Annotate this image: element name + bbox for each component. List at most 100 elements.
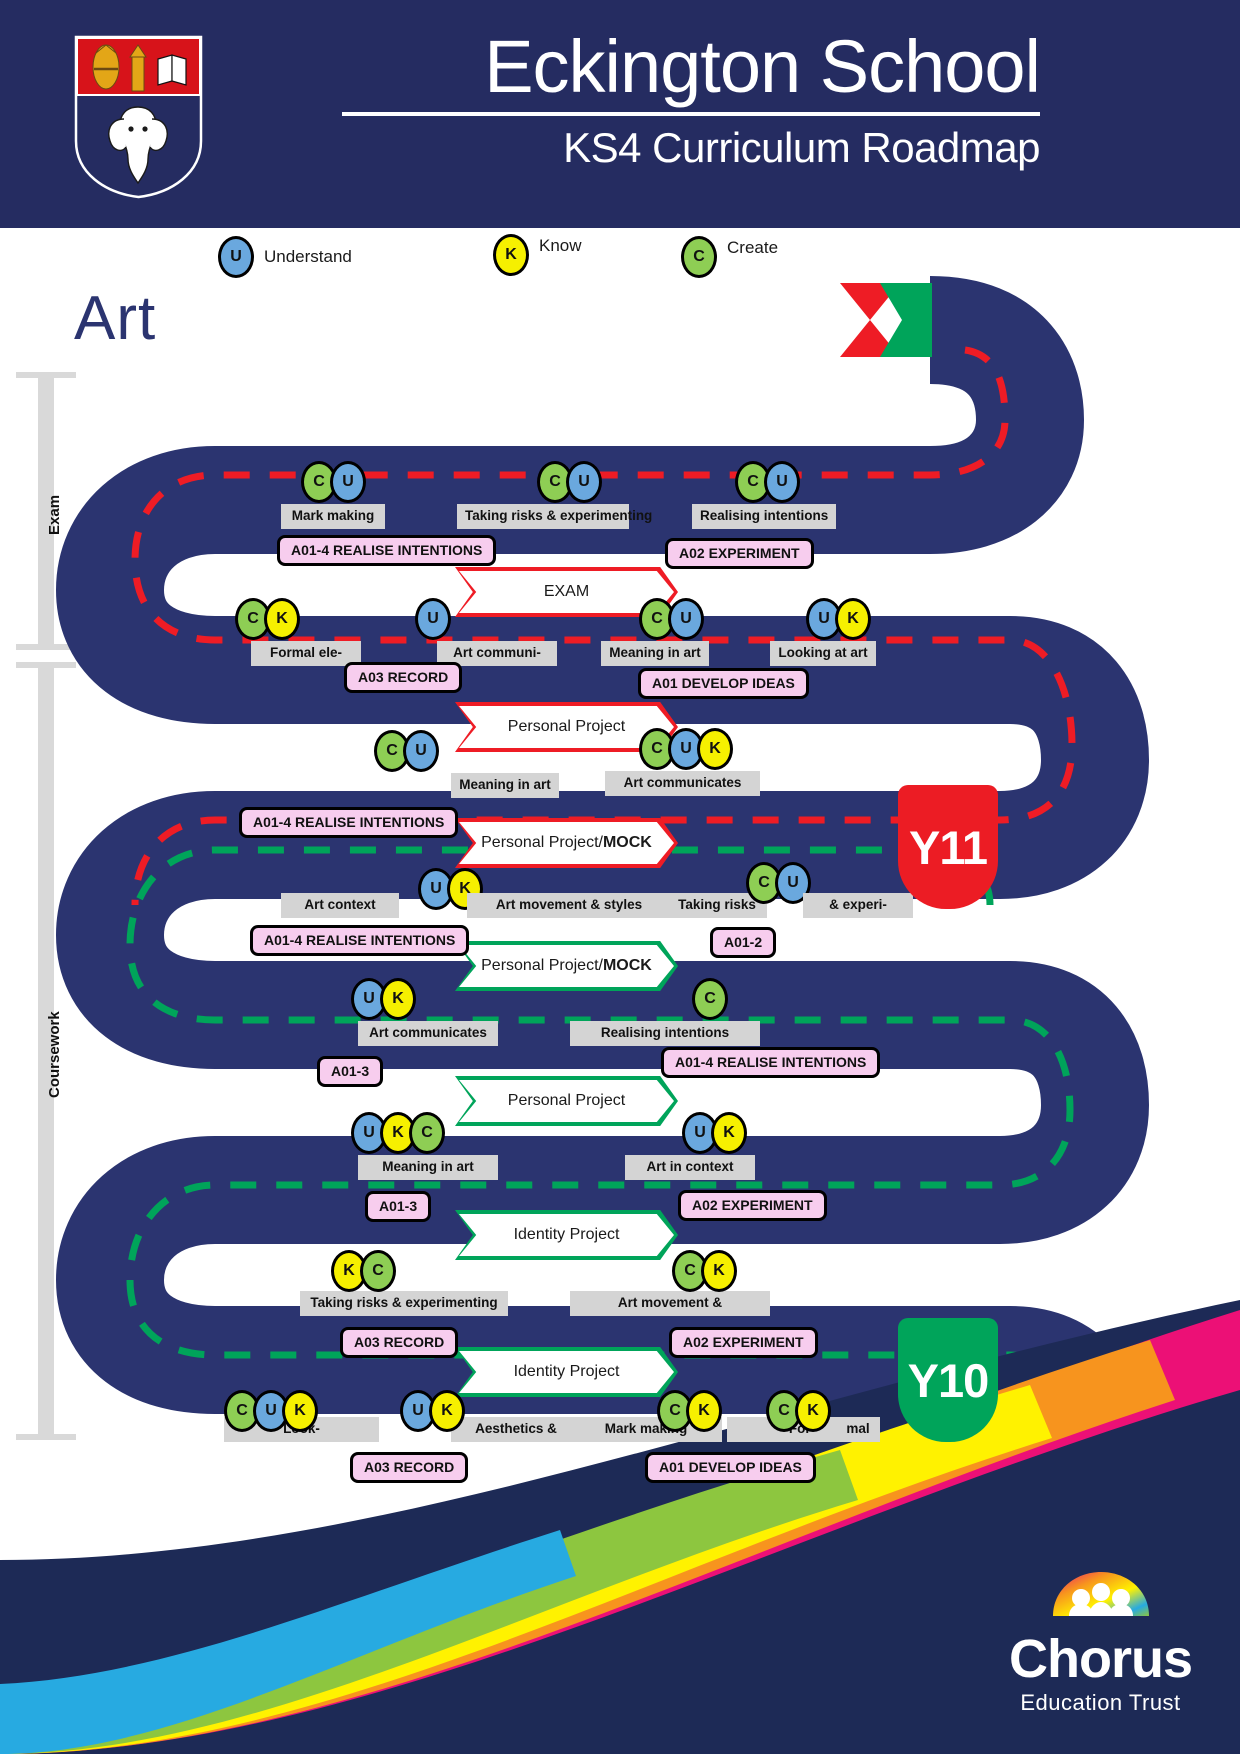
topic-label: Realising intentions xyxy=(570,1021,760,1046)
assessment-objective-tag: A02 EXPERIMENT xyxy=(665,538,814,570)
topic-label: Art in context xyxy=(625,1155,755,1180)
know-puck-icon: K xyxy=(701,1250,737,1292)
understand-puck-icon: U xyxy=(415,598,451,640)
legend-item-know: K Know xyxy=(493,234,582,276)
start-flag-green xyxy=(880,283,932,357)
legend-label-create: Create xyxy=(727,238,779,257)
exam-bracket-cap-bottom xyxy=(16,644,76,650)
assessment-objective-tag: A01-4 REALISE INTENTIONS xyxy=(277,535,497,567)
assessment-objective-tag: A01-4 REALISE INTENTIONS xyxy=(239,807,459,839)
milestone-personal-project-1-label: Personal Project xyxy=(459,706,674,748)
coursework-bracket-cap-top xyxy=(16,662,76,668)
exam-bracket-cap-top xyxy=(16,372,76,378)
school-name: Eckington School xyxy=(484,25,1041,108)
topic-label: Meaning in art xyxy=(358,1155,498,1180)
topic-label: Art communicates xyxy=(358,1021,498,1046)
legend-item-understand: U Understand xyxy=(218,236,352,278)
topic-puck-group: C xyxy=(692,978,728,1020)
year-badge-y11: Y11 xyxy=(898,785,998,909)
know-puck-icon: K xyxy=(795,1390,831,1432)
create-puck-icon: C xyxy=(692,978,728,1020)
know-puck-icon: K xyxy=(493,234,529,276)
legend: U Understand K Know C Create xyxy=(0,232,1240,286)
create-puck-icon: C xyxy=(235,598,271,640)
chorus-heads-icon xyxy=(1052,1572,1149,1616)
legend-item-create: C Create xyxy=(681,236,778,278)
know-puck-icon: K xyxy=(282,1390,318,1432)
topic-label: Aesthetics & xyxy=(451,1417,581,1442)
milestone-identity-project-2-label: Identity Project xyxy=(459,1351,674,1393)
topic-label: Mark making xyxy=(281,504,385,529)
milestone-personal-project-2: Personal Project xyxy=(455,1076,678,1126)
understand-puck-icon: U xyxy=(330,461,366,503)
assessment-objective-tag: A01-2 xyxy=(710,927,777,959)
coursework-bracket xyxy=(38,662,54,1440)
chorus-tagline: Education Trust xyxy=(1020,1690,1181,1715)
topic-label: & experi- xyxy=(803,893,913,918)
understand-puck-icon: U xyxy=(668,598,704,640)
topic-label: Art communicates xyxy=(605,771,760,796)
subject-title: Art xyxy=(74,284,157,353)
page-header: Eckington School KS4 Curriculum Roadmap xyxy=(0,0,1240,228)
milestone-personal-project-mock-2: Personal Project/MOCK xyxy=(455,941,678,991)
topic-label: Meaning in art xyxy=(451,773,559,798)
understand-puck-icon: U xyxy=(218,236,254,278)
milestone-personal-project-mock-2-label: Personal Project/MOCK xyxy=(459,945,674,987)
page-subtitle: KS4 Curriculum Roadmap xyxy=(563,123,1040,171)
know-puck-icon: K xyxy=(686,1390,722,1432)
header-titles: Eckington School KS4 Curriculum Roadmap xyxy=(330,25,1041,172)
assessment-objective-tag: A01-3 xyxy=(365,1191,432,1223)
legend-label-know: Know xyxy=(539,236,582,255)
create-puck-icon: C xyxy=(746,862,782,904)
understand-puck-icon: U xyxy=(566,461,602,503)
exam-bracket xyxy=(38,372,54,650)
coursework-centre-line xyxy=(126,846,1074,1446)
year-badge-y10: Y10 xyxy=(898,1318,998,1442)
understand-puck-icon: U xyxy=(764,461,800,503)
milestone-identity-project-1: Identity Project xyxy=(455,1210,678,1260)
chorus-logo: Chorus Education Trust xyxy=(1009,1564,1193,1716)
milestone-exam-label: EXAM xyxy=(459,571,674,613)
create-puck-icon: C xyxy=(360,1250,396,1292)
milestone-personal-project-mock-1-label: Personal Project/MOCK xyxy=(459,822,674,864)
understand-puck-icon: U xyxy=(403,730,439,772)
know-puck-icon: K xyxy=(697,728,733,770)
know-puck-icon: K xyxy=(711,1112,747,1154)
school-crest-icon xyxy=(72,33,205,201)
legend-label-understand: Understand xyxy=(264,247,352,266)
topic-label: Meaning in art xyxy=(601,641,709,666)
topic-label: Art context xyxy=(281,893,399,918)
know-puck-icon: K xyxy=(429,1390,465,1432)
milestone-personal-project-mock-1: Personal Project/MOCK xyxy=(455,818,678,868)
assessment-objective-tag: A03 RECORD xyxy=(340,1327,459,1359)
milestone-identity-project-2: Identity Project xyxy=(455,1347,678,1397)
assessment-objective-tag: A01-3 xyxy=(317,1056,384,1088)
assessment-objective-tag: A02 EXPERIMENT xyxy=(678,1190,827,1222)
create-puck-icon: C xyxy=(766,1390,802,1432)
exam-centre-line xyxy=(131,346,1076,906)
topic-label: Art movement & styles xyxy=(467,893,671,918)
coursework-bracket-cap-bottom xyxy=(16,1434,76,1440)
assessment-objective-tag: A01-4 REALISE INTENTIONS xyxy=(661,1047,881,1079)
create-puck-icon: C xyxy=(409,1112,445,1154)
topic-label: mal xyxy=(836,1417,880,1442)
assessment-objective-tag: A01-4 REALISE INTENTIONS xyxy=(250,925,470,957)
topic-label: Art communi- xyxy=(437,641,557,666)
create-puck-icon: C xyxy=(301,461,337,503)
topic-label: Looking at art xyxy=(770,641,876,666)
topic-puck-group: U xyxy=(415,598,451,640)
assessment-objective-tag: A03 RECORD xyxy=(344,662,463,694)
